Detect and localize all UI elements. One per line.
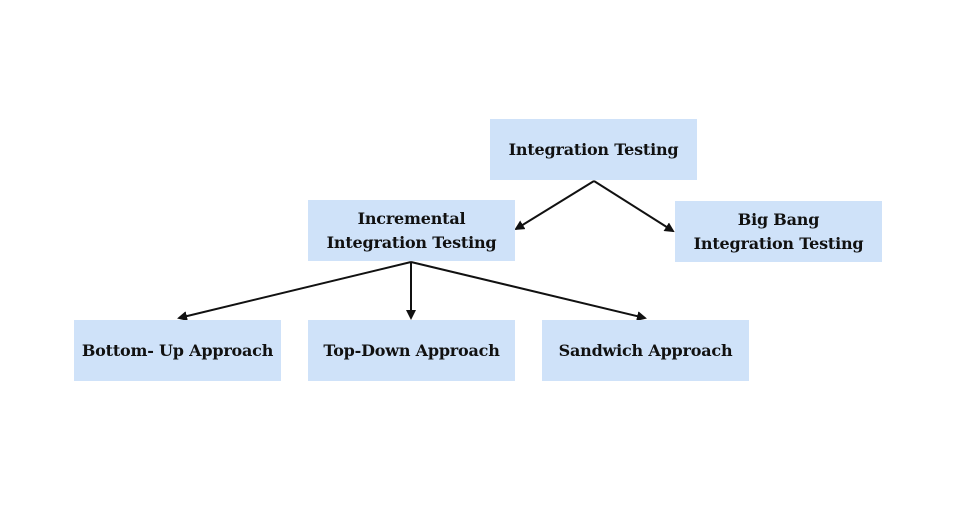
node-sandwich-approach: Sandwich Approach <box>542 320 749 381</box>
node-top-down-approach: Top-Down Approach <box>308 320 515 381</box>
edge-root-to-incremental <box>514 180 595 231</box>
node-bottom-up-label: Bottom- Up Approach <box>81 340 274 360</box>
node-incremental-label-line1: Incremental <box>357 208 466 228</box>
node-integration-testing: Integration Testing <box>490 119 697 180</box>
node-bigbang-label-line2: Integration Testing <box>693 233 864 253</box>
edge-root-to-bigbang <box>593 180 675 233</box>
node-bottom-up-approach: Bottom- Up Approach <box>74 320 281 381</box>
node-incremental-integration-testing: Incremental Integration Testing <box>308 200 515 261</box>
node-big-bang-integration-testing: Big Bang Integration Testing <box>675 201 882 262</box>
node-integration-testing-label: Integration Testing <box>508 139 679 159</box>
node-incremental-label-line2: Integration Testing <box>326 232 497 252</box>
edge-incremental-to-bottom-up <box>177 261 412 321</box>
node-sandwich-label: Sandwich Approach <box>558 340 733 360</box>
node-top-down-label: Top-Down Approach <box>323 340 500 360</box>
edge-incremental-to-sandwich <box>410 261 647 322</box>
node-bigbang-label-line1: Big Bang <box>737 209 820 229</box>
